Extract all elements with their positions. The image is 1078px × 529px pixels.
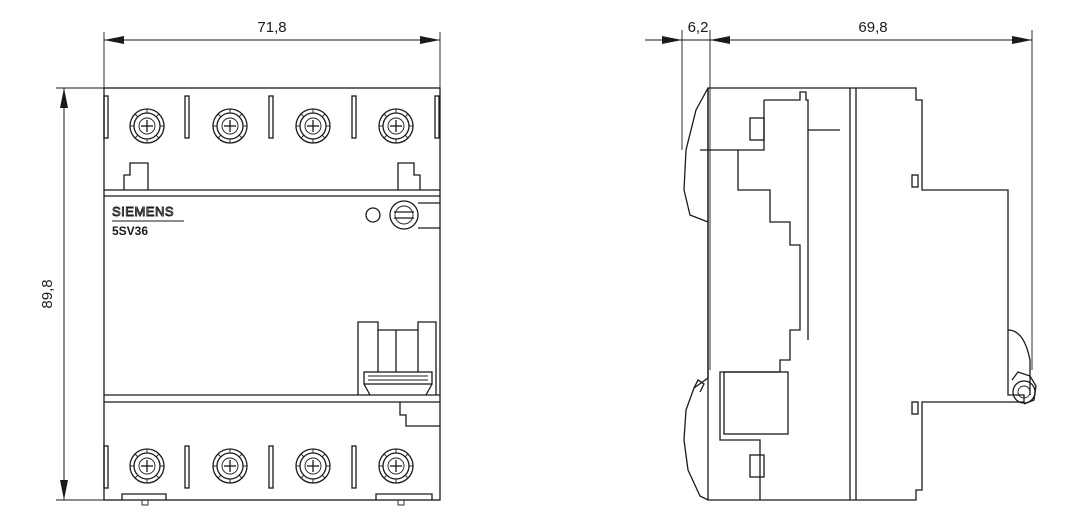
width-dimension: 71,8 — [103, 19, 441, 88]
bottom-terminal-screw — [212, 448, 248, 484]
top-right-tab — [397, 162, 421, 190]
top-ribs — [103, 95, 440, 139]
test-button — [389, 200, 419, 230]
rail-clip-upper — [683, 87, 709, 223]
terminal-screws — [129, 108, 414, 484]
bottom-terminal-screw — [378, 448, 414, 484]
top-terminal-screw — [129, 108, 165, 144]
toggle-lever — [357, 321, 437, 396]
top-terminal-screw — [378, 108, 414, 144]
lower-terminal-block — [749, 454, 765, 478]
inner-contour — [719, 150, 801, 500]
rail-offset-label: 6,2 — [688, 19, 709, 36]
depth-label: 69,8 — [858, 19, 887, 36]
bottom-left-clip — [121, 493, 167, 500]
upper-terminal-block — [749, 117, 765, 141]
front-view: 71,8 89,8 — [39, 19, 441, 506]
bottom-right-clip — [375, 493, 433, 500]
top-terminal-screw — [295, 108, 331, 144]
width-dimension-label: 71,8 — [257, 19, 286, 36]
model-label: 5SV36 — [112, 224, 148, 238]
front-housing — [103, 87, 441, 501]
bottom-ribs — [103, 445, 357, 489]
bottom-terminal-screw — [295, 448, 331, 484]
side-housing — [683, 87, 1025, 501]
side-view: 6,2 69,8 — [645, 19, 1037, 501]
top-left-tab — [123, 162, 149, 190]
height-dimension: 89,8 — [39, 87, 104, 501]
depth-dimensions: 6,2 69,8 — [645, 19, 1033, 370]
rail-hook — [693, 379, 705, 393]
label-window — [723, 371, 789, 435]
bottom-right-tab — [399, 402, 440, 427]
brand-label: SIEMENS — [112, 204, 174, 219]
side-toggle — [1007, 329, 1037, 405]
bottom-terminal-screw — [129, 448, 165, 484]
top-terminal-screw — [212, 108, 248, 144]
height-dimension-label: 89,8 — [39, 279, 56, 308]
indicator-light — [365, 207, 381, 223]
